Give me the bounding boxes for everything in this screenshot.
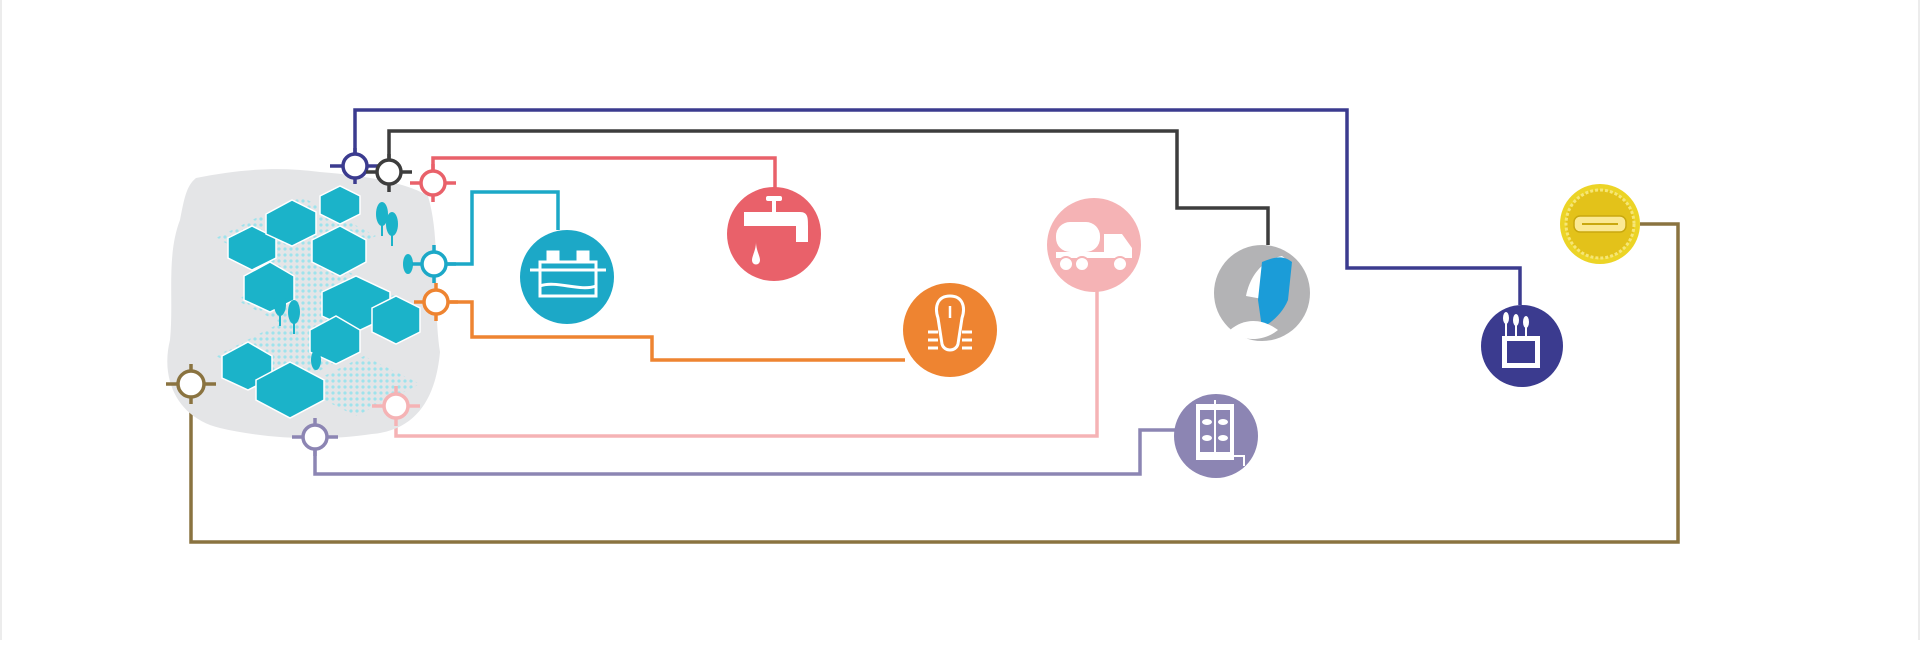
marker-latrine-line — [414, 283, 458, 321]
tree-6 — [311, 350, 321, 370]
waterfall-discharge-icon — [1230, 256, 1292, 340]
line-town-to-manhole-cover — [189, 222, 1680, 544]
house-10 — [255, 361, 325, 419]
town-ground-4 — [300, 356, 420, 416]
house-1 — [227, 225, 277, 271]
house-7 — [371, 295, 421, 345]
tree-3-trunk — [279, 314, 281, 326]
line-town-to-wetland-box — [353, 108, 1522, 305]
tree-1-trunk — [381, 224, 383, 236]
marker-wetland-line — [330, 148, 380, 184]
wetland-box-icon — [1502, 312, 1540, 368]
manhole-cover-icon — [1573, 215, 1627, 233]
line-town-to-latrine — [450, 300, 905, 362]
water-tap-circle — [727, 187, 821, 281]
septic-tank-node — [520, 230, 614, 324]
town-trees — [274, 202, 413, 370]
marker-tanker-line — [372, 386, 420, 426]
line-town-to-septic-tank — [447, 190, 560, 266]
house-3 — [319, 185, 361, 225]
house-4 — [311, 225, 367, 277]
tree-1 — [376, 202, 388, 226]
marker-water-tap-line — [410, 164, 456, 202]
house-2 — [265, 199, 317, 247]
septic-tank-icon — [530, 250, 606, 298]
tree-2-trunk — [391, 234, 393, 246]
marker-waterfall-line — [366, 154, 412, 192]
waterfall-discharge-node — [1214, 245, 1310, 341]
town-houses — [221, 185, 421, 419]
destination-nodes — [520, 184, 1640, 478]
marker-manhole-line — [166, 364, 216, 404]
treatment-tank-icon — [1196, 400, 1245, 466]
tanker-truck-icon — [1056, 222, 1132, 272]
manhole-cover-node — [1560, 184, 1640, 264]
isometric-town-icon — [167, 169, 440, 439]
line-town-to-treatment-tank — [313, 428, 1176, 476]
water-tap-icon — [744, 196, 808, 265]
tree-4 — [288, 300, 300, 324]
latrine-node — [903, 283, 997, 377]
treatment-tank-node — [1174, 394, 1258, 478]
connection-markers — [166, 148, 458, 456]
tree-3 — [274, 292, 286, 316]
wetland-box-node — [1481, 305, 1563, 387]
latrine-circle — [903, 283, 997, 377]
water-tap-node — [727, 187, 821, 281]
latrine-pit-icon — [928, 294, 972, 352]
line-town-to-water-tap — [431, 156, 777, 188]
house-8 — [309, 315, 361, 365]
marker-treatment-line — [292, 418, 338, 456]
marker-septic-line — [412, 245, 456, 283]
line-town-to-waterfall — [387, 129, 1270, 245]
tree-4-trunk — [293, 322, 295, 334]
tree-5 — [403, 254, 413, 274]
tanker-truck-node — [1047, 198, 1141, 292]
tree-2 — [386, 212, 398, 236]
septic-tank-circle — [520, 230, 614, 324]
